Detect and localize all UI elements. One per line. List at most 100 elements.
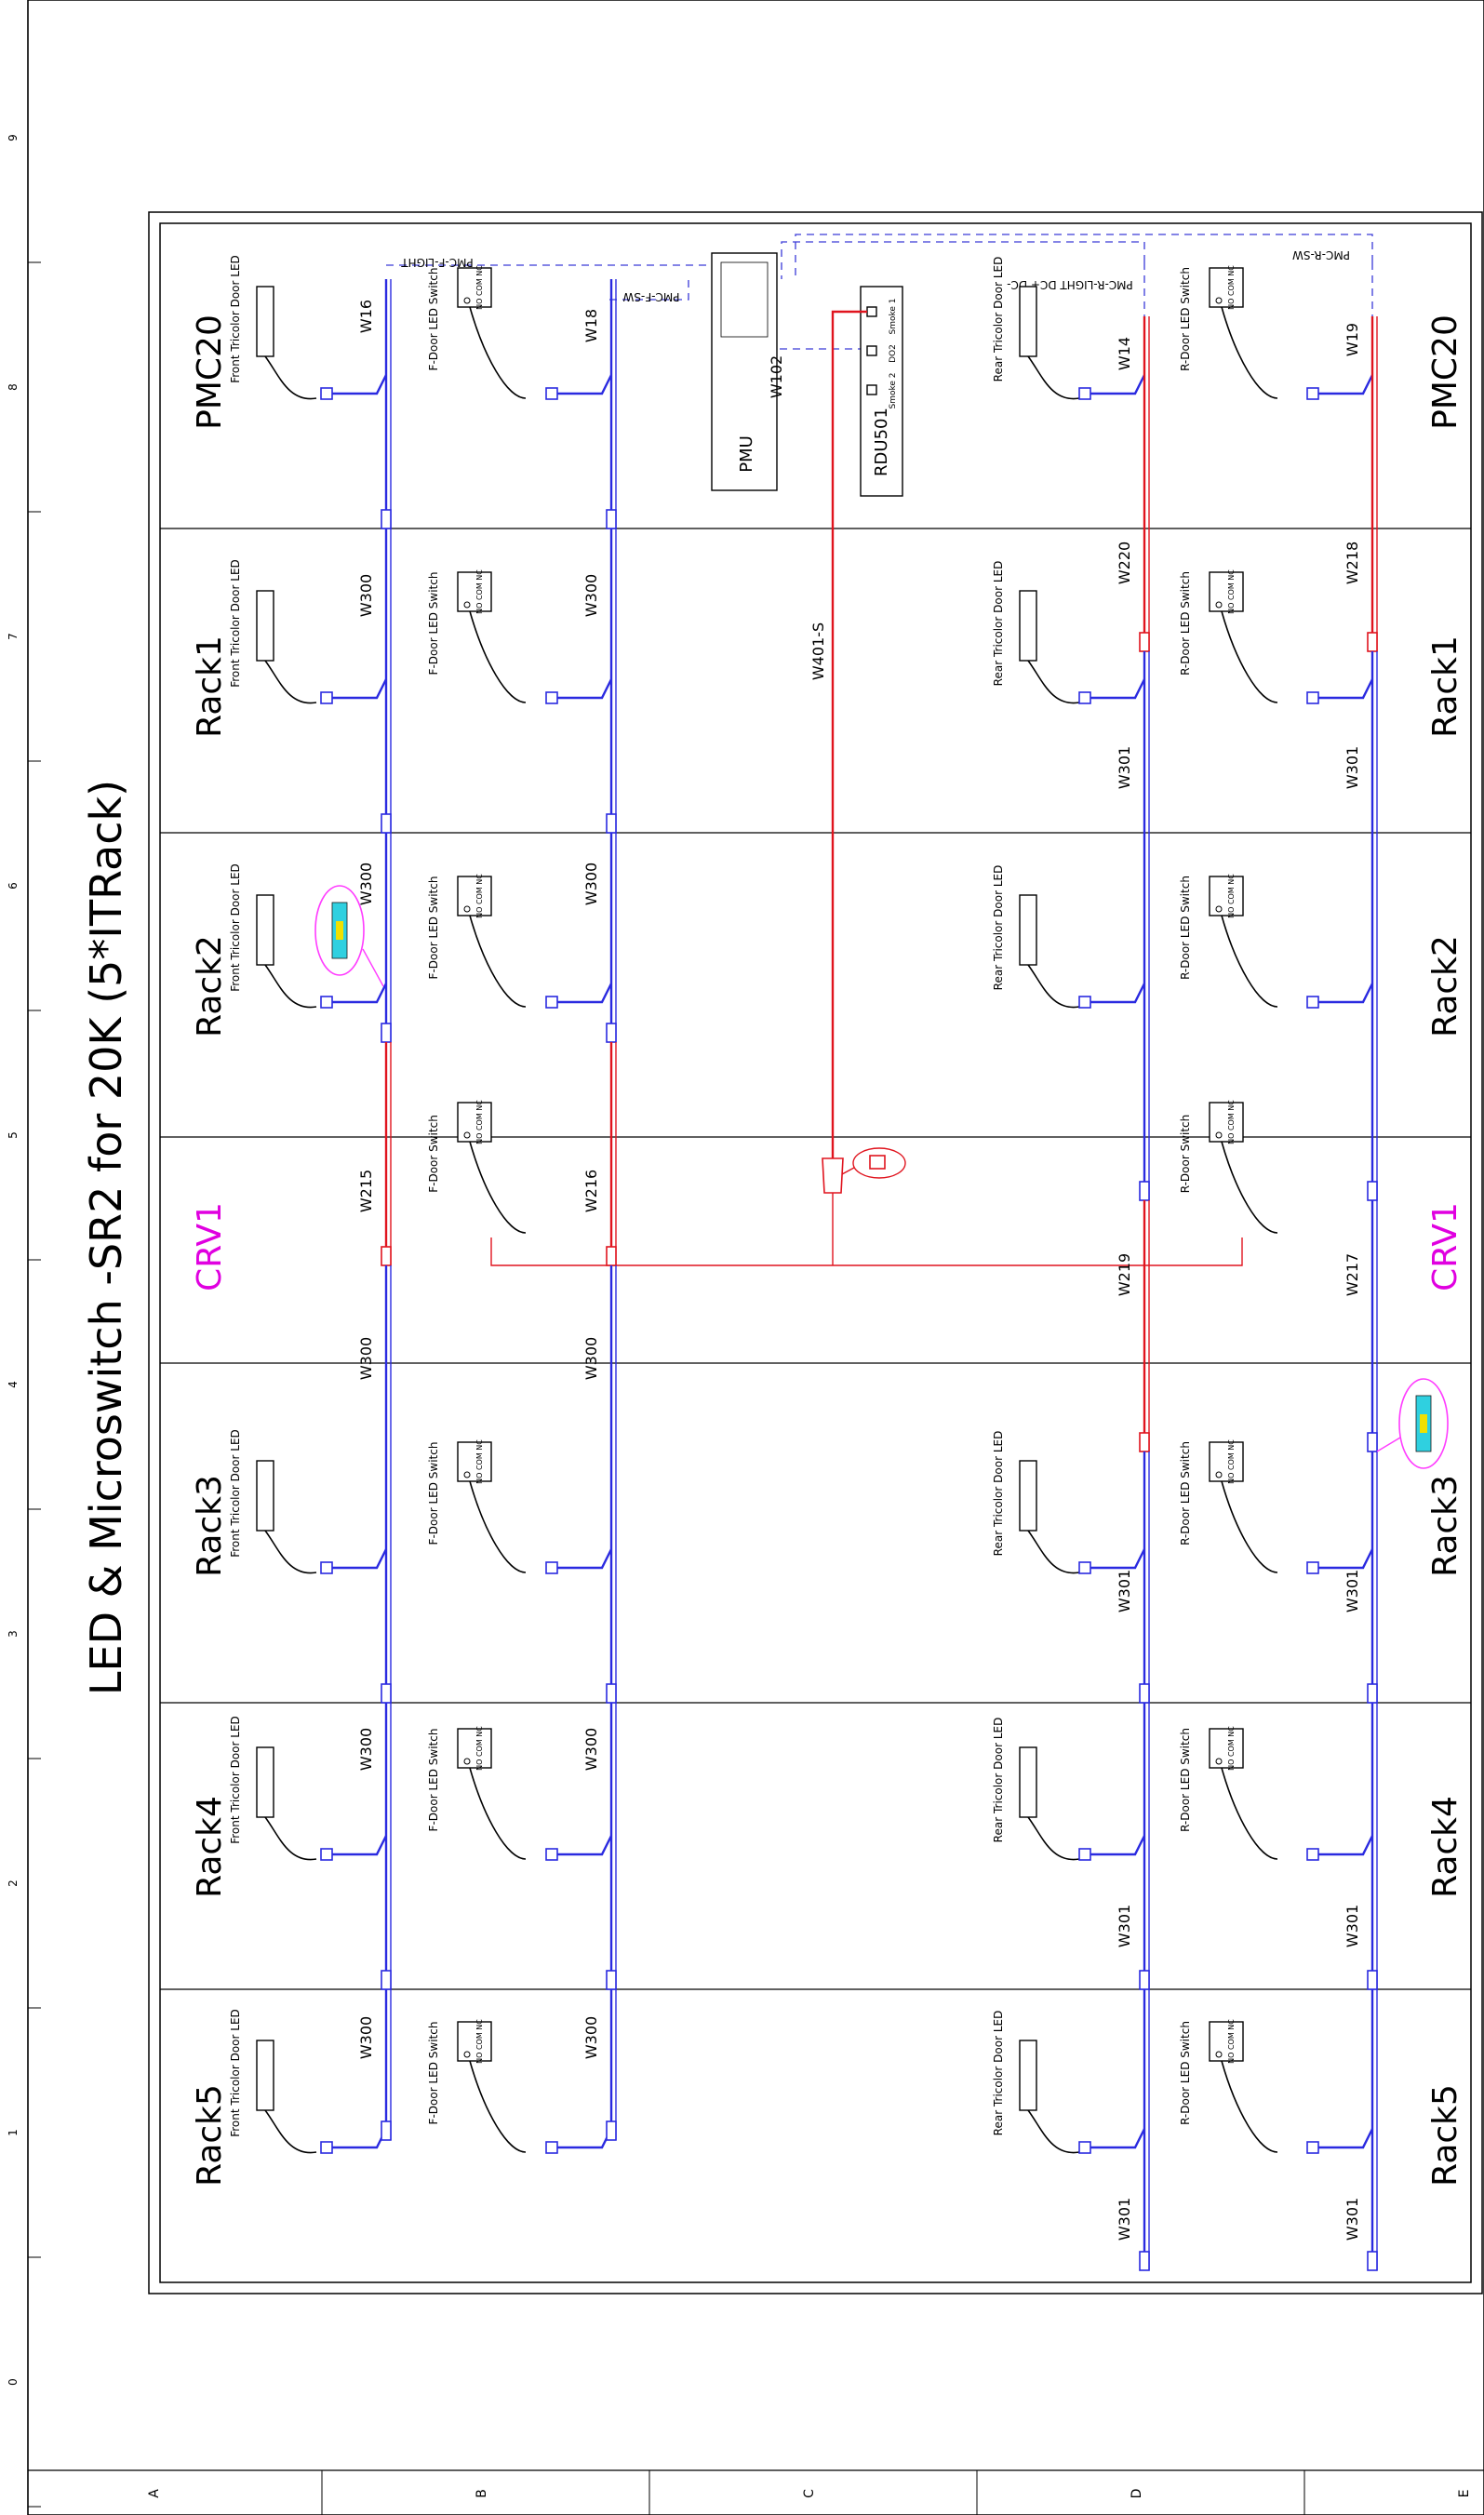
ruler-number: 1: [7, 2129, 20, 2136]
tricolor-led-icon: [1019, 590, 1037, 662]
pigtail-plug-icon: [1078, 1561, 1091, 1574]
ruler-number: 0: [7, 2378, 20, 2386]
pmc-f-sw-line: [609, 279, 689, 301]
switch-lead: [1221, 1480, 1278, 1573]
switch-lead: [469, 610, 527, 703]
wire-label: W300: [357, 574, 375, 617]
wire-label: W301: [1116, 746, 1133, 789]
wire-connector-icon: [1139, 1683, 1150, 1704]
wire-connector-icon: [606, 1023, 617, 1043]
wire-label: W18: [582, 309, 600, 342]
led-lead: [1027, 964, 1080, 1009]
switch-terminal-icon: [463, 1758, 471, 1765]
ruler-number: 8: [7, 383, 20, 391]
wire-label: W219: [1116, 1253, 1133, 1296]
led-label: Front Tricolor Door LED: [229, 559, 242, 688]
switch-contacts-label: NO COM NC: [475, 1726, 484, 1771]
switch-terminal-icon: [1215, 297, 1223, 304]
microswitch-icon: [457, 1441, 492, 1482]
switch-contacts-label: NO COM NC: [475, 1439, 484, 1484]
switch-lead: [469, 306, 527, 399]
ruler-letter: B: [475, 2489, 489, 2498]
device-pigtail: [1089, 374, 1146, 395]
pigtail-plug-icon: [545, 1848, 558, 1861]
switch-label: R-Door LED Switch: [1179, 267, 1192, 371]
pmu-box: [711, 252, 778, 491]
pigtail-plug-icon: [320, 996, 333, 1009]
switch-lead: [1221, 1767, 1278, 1860]
tricolor-led-icon: [1019, 286, 1037, 357]
callout-pointer: [362, 948, 384, 987]
wire-connector-icon: [1139, 1970, 1150, 1990]
switch-contacts-label: NO COM NC: [475, 569, 484, 614]
wire-label-w102: W102: [768, 355, 785, 398]
wire-label-w218: W218: [1344, 542, 1361, 584]
wire-label: W301: [1344, 2198, 1361, 2241]
switch-label: F-Door LED Switch: [427, 268, 440, 371]
switch-label: F-Door LED Switch: [427, 876, 440, 980]
microswitch-icon: [1209, 1102, 1244, 1143]
diagram-inner-border: [159, 222, 1472, 2283]
led-lead: [264, 964, 317, 1009]
led-label: Rear Tricolor Door LED: [992, 561, 1005, 687]
ruler-number: 9: [7, 134, 20, 141]
pigtail-plug-icon: [545, 1561, 558, 1574]
pigtail-plug-icon: [545, 2141, 558, 2154]
switch-label: F-Door LED Switch: [427, 1729, 440, 1832]
tricolor-led-icon: [1019, 2040, 1037, 2111]
switch-contacts-label: NO COM NC: [1227, 265, 1236, 310]
detail-pin-icon: [336, 921, 343, 940]
rdu-port-do2: DO2: [889, 344, 898, 363]
smoke-cable-w401-s: [831, 310, 867, 1158]
wire-label: W300: [357, 1337, 375, 1380]
wire-label: W300: [582, 574, 600, 617]
device-pigtail: [555, 1835, 613, 1856]
device-pigtail: [1089, 678, 1146, 700]
device-pigtail: [1089, 983, 1146, 1004]
pigtail-plug-icon: [320, 387, 333, 400]
wire-connector-icon: [1367, 1970, 1378, 1990]
switch-terminal-icon: [463, 601, 471, 609]
wire-label: W301: [1116, 2198, 1133, 2241]
wire-connector-icon: [1139, 1432, 1150, 1452]
pigtail-plug-icon: [1306, 996, 1319, 1009]
ruler-letter: C: [802, 2489, 817, 2498]
wire-label-w401-s: W401-S: [809, 622, 827, 680]
led-label: Rear Tricolor Door LED: [992, 257, 1005, 382]
wire-connector-icon: [381, 813, 392, 834]
switch-contacts-label: NO COM NC: [1227, 1439, 1236, 1484]
led-lead: [1027, 2109, 1080, 2154]
led-label: Front Tricolor Door LED: [229, 1716, 242, 1844]
device-pigtail: [330, 374, 388, 395]
switch-terminal-icon: [1215, 1471, 1223, 1478]
pigtail-plug-icon: [1078, 1848, 1091, 1861]
switch-terminal-icon: [463, 905, 471, 913]
rack-label-rack5-left: Rack5: [191, 2084, 229, 2187]
led-label: Front Tricolor Door LED: [229, 863, 242, 992]
pmc-r-sw-line: [795, 234, 1373, 279]
rdu-port-smoke2-icon: [866, 384, 877, 395]
device-pigtail: [555, 983, 613, 1004]
switch-lead: [469, 1767, 527, 1860]
device-pigtail: [555, 2128, 613, 2149]
wire-label: W300: [582, 1337, 600, 1380]
led-lead: [264, 2109, 317, 2154]
switch-label: F-Door LED Switch: [427, 572, 440, 676]
switch-label: R-Door LED Switch: [1179, 2021, 1192, 2125]
wire-connector-icon: [381, 1970, 392, 1990]
wire-connector-icon: [1367, 2251, 1378, 2271]
wire-label: W300: [582, 2016, 600, 2059]
pmu-terminal-block: [720, 261, 769, 338]
rack-label-rack4-left: Rack4: [191, 1796, 229, 1898]
switch-terminal-icon: [1215, 601, 1223, 609]
led-label: Front Tricolor Door LED: [229, 255, 242, 383]
pigtail-plug-icon: [1306, 387, 1319, 400]
ruler-number: 3: [7, 1630, 20, 1638]
device-pigtail: [330, 983, 388, 1004]
pigtail-plug-icon: [1078, 996, 1091, 1009]
wire-connector-icon: [606, 1246, 617, 1266]
rack-label-crv1-left: CRV1: [191, 1202, 229, 1291]
led-lead: [264, 660, 317, 704]
generated-diagram-content: Front Tricolor Door LED NO COM NC F-Door L…: [229, 255, 1449, 2271]
